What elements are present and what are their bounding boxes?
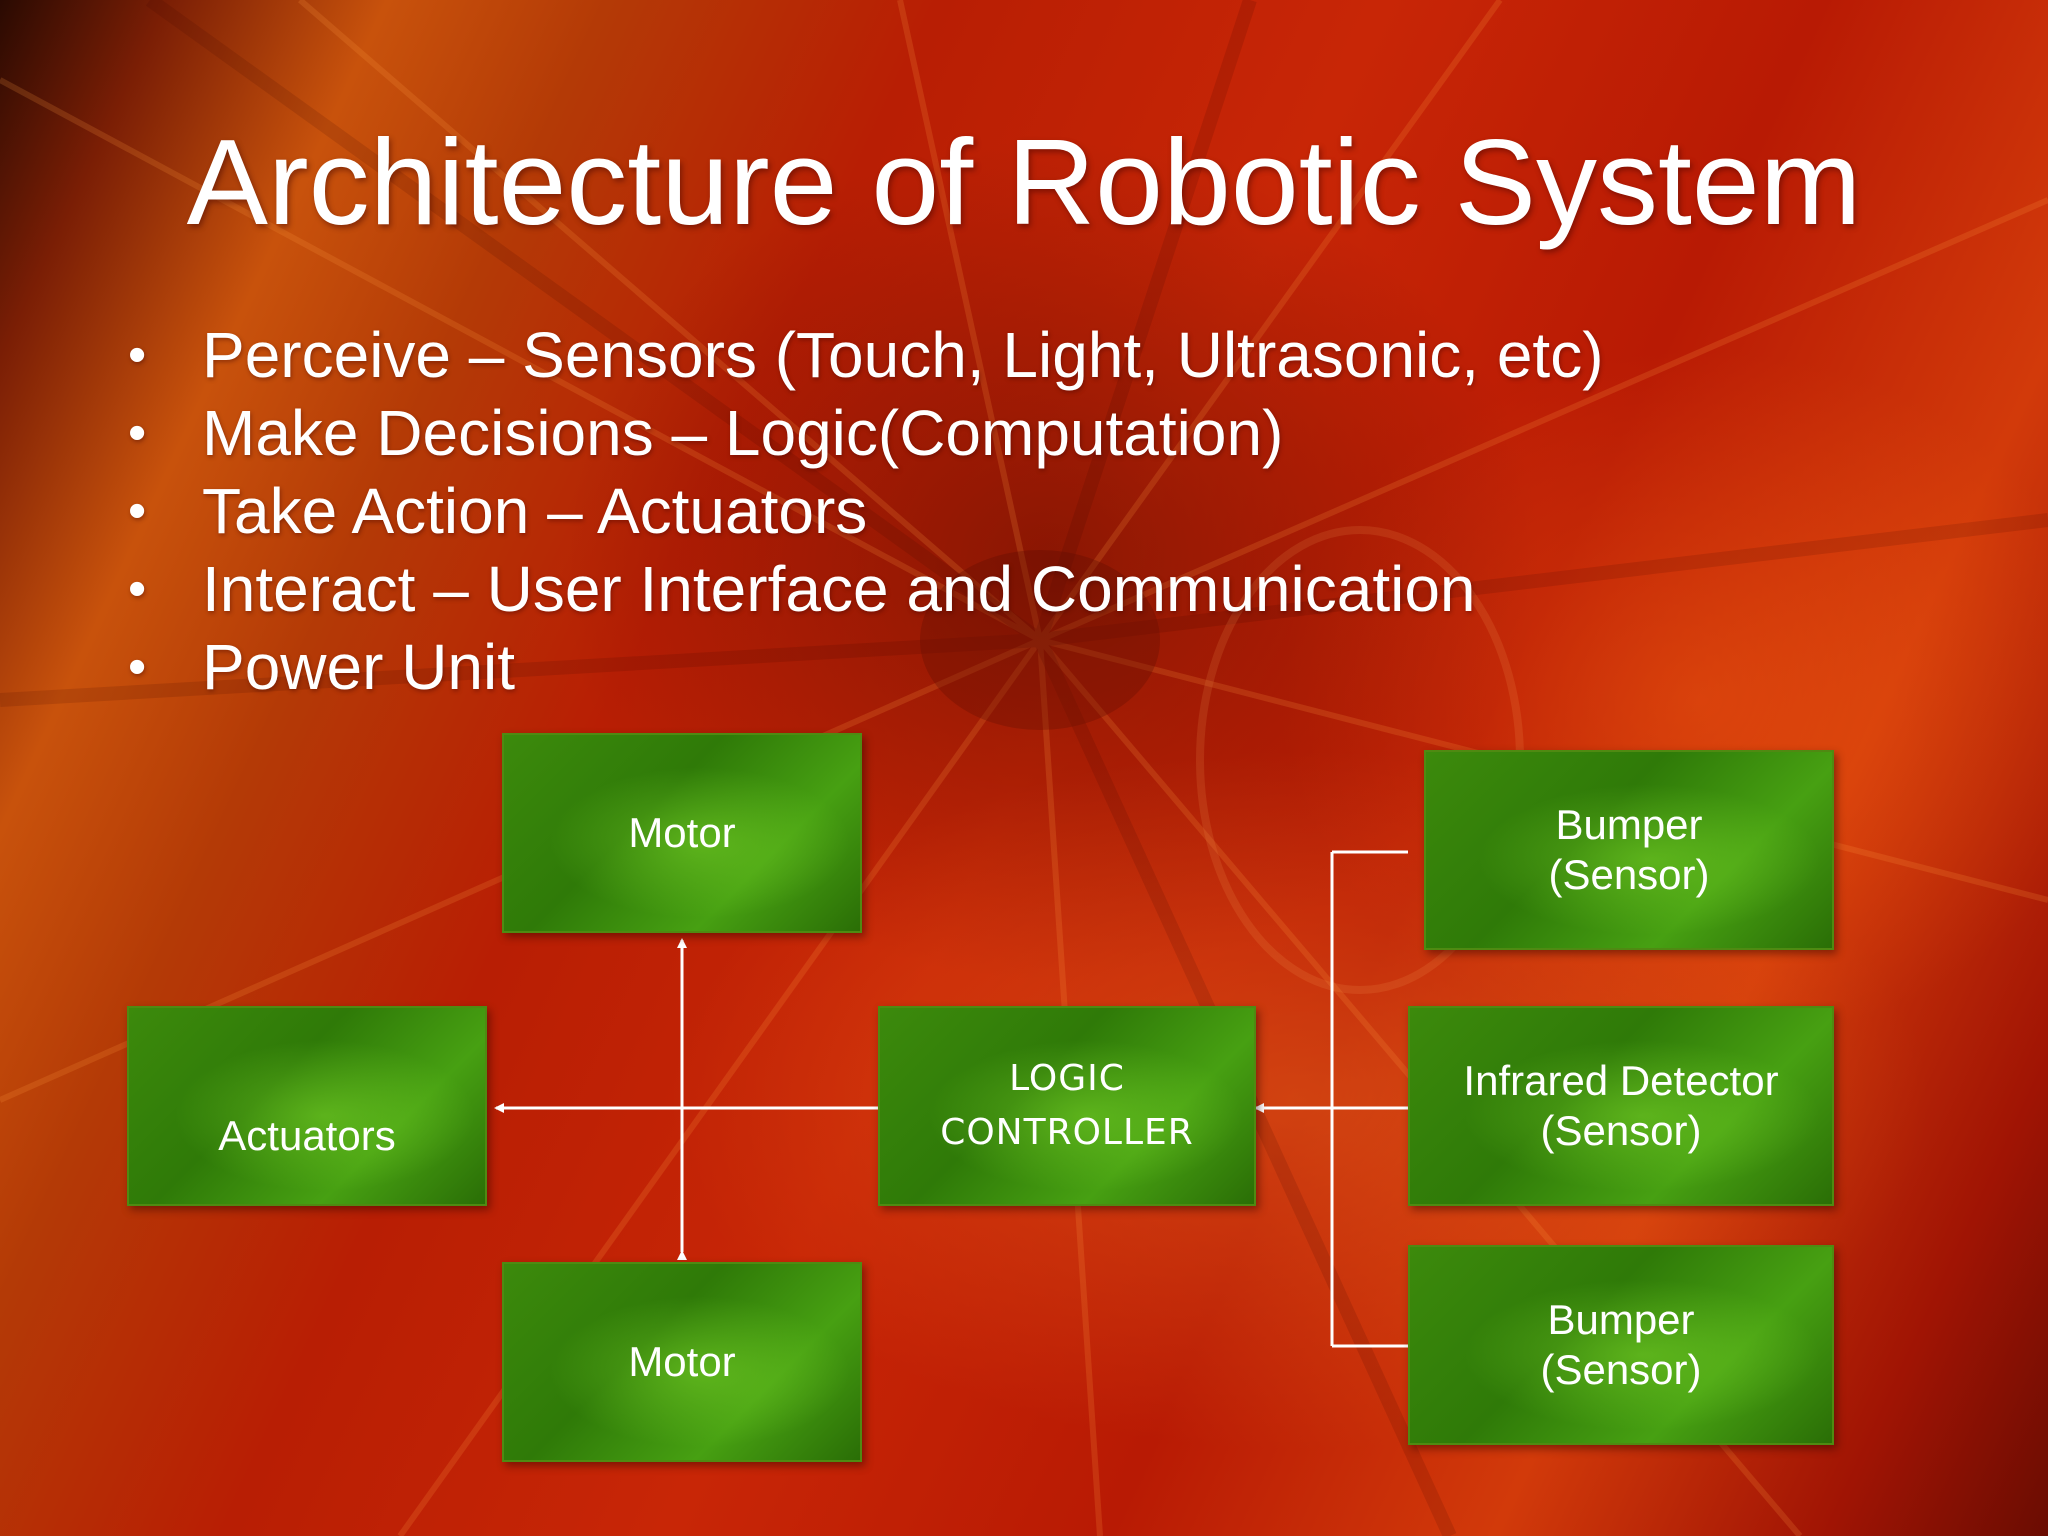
bullet-dot-icon: • xyxy=(128,638,147,696)
infrared-detector-box: Infrared Detector (Sensor) xyxy=(1408,1006,1834,1206)
bumper-bottom-label-line2: (Sensor) xyxy=(1540,1346,1702,1393)
bullet-item: • Make Decisions – Logic(Computation) xyxy=(118,394,1604,472)
bullet-text: Perceive – Sensors (Touch, Light, Ultras… xyxy=(202,319,1604,391)
bullet-dot-icon: • xyxy=(128,560,147,618)
bullet-text: Power Unit xyxy=(202,631,515,703)
motor-bottom-label: Motor xyxy=(628,1338,736,1385)
bullet-dot-icon: • xyxy=(128,404,147,462)
motor-bottom-box: Motor xyxy=(502,1262,862,1462)
bullet-text: Make Decisions – Logic(Computation) xyxy=(202,397,1284,469)
bullet-item: • Power Unit xyxy=(118,628,1604,706)
bumper-top-label-line2: (Sensor) xyxy=(1548,851,1710,898)
bullet-item: • Perceive – Sensors (Touch, Light, Ultra… xyxy=(118,316,1604,394)
bumper-top-label-line1: Bumper xyxy=(1555,801,1703,848)
bullet-item: • Take Action – Actuators xyxy=(118,472,1604,550)
bullet-dot-icon: • xyxy=(128,482,147,540)
infrared-label-line1: Infrared Detector xyxy=(1463,1057,1779,1104)
bullet-dot-icon: • xyxy=(128,326,147,384)
bumper-sensor-top-box: Bumper (Sensor) xyxy=(1424,750,1834,950)
actuators-box: Actuators xyxy=(127,1006,487,1206)
logic-controller-box: LOGIC CONTROLLER xyxy=(878,1006,1256,1206)
bullet-text: Take Action – Actuators xyxy=(202,475,868,547)
motor-top-label: Motor xyxy=(628,809,736,856)
infrared-label-line2: (Sensor) xyxy=(1540,1107,1702,1154)
bumper-sensor-bottom-box: Bumper (Sensor) xyxy=(1408,1245,1834,1445)
logic-controller-label-line1: LOGIC xyxy=(1009,1058,1125,1099)
slide-title: Architecture of Robotic System xyxy=(186,114,1862,250)
bullet-text: Interact – User Interface and Communicat… xyxy=(202,553,1476,625)
bullet-list: • Perceive – Sensors (Touch, Light, Ultra… xyxy=(118,316,1604,706)
bullet-item: • Interact – User Interface and Communica… xyxy=(118,550,1604,628)
logic-controller-label-line2: CONTROLLER xyxy=(940,1112,1194,1153)
motor-top-box: Motor xyxy=(502,733,862,933)
actuators-label: Actuators xyxy=(218,1112,396,1159)
bumper-bottom-label-line1: Bumper xyxy=(1547,1296,1695,1343)
